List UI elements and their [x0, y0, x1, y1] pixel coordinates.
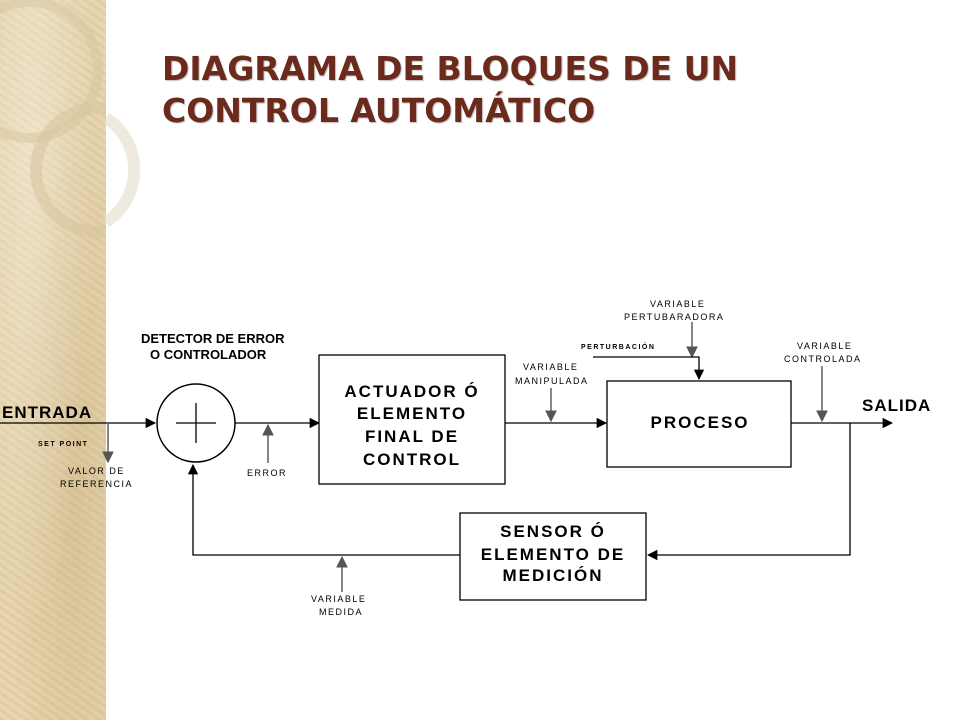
- slide-title: DIAGRAMA DE BLOQUES DE UN CONTROL AUTOMÁ…: [162, 48, 922, 132]
- perturbadora-label-line-2: PERTUBARADORA: [624, 312, 724, 322]
- detector-label-line-2: O CONTROLADOR: [150, 347, 267, 362]
- detector-label-line-1: DETECTOR DE ERROR: [141, 331, 285, 346]
- ring-arc-right: [102, 112, 141, 228]
- manipulada-label-line-2: MANIPULADA: [515, 376, 589, 386]
- salida-label: SALIDA: [862, 396, 931, 415]
- perturbacion-label: PERTURBACIÓN: [581, 342, 655, 351]
- actuador-line-4: CONTROL: [363, 450, 461, 469]
- medida-label-line-2: MEDIDA: [319, 607, 363, 617]
- sensor-line-1: SENSOR Ó: [500, 522, 606, 541]
- valor-referencia-line-2: REFERENCIA: [60, 479, 133, 489]
- set-point-label: SET POINT: [38, 441, 88, 448]
- actuador-line-3: FINAL DE: [365, 427, 459, 446]
- valor-referencia-line-1: VALOR DE: [68, 466, 125, 476]
- feedback-to-sensor: [646, 423, 851, 561]
- error-label: ERROR: [247, 468, 287, 478]
- ring-top: [0, 0, 103, 143]
- perturbadora-label-line-1: VARIABLE: [650, 299, 705, 309]
- proceso-label: PROCESO: [650, 413, 749, 432]
- sensor-line-3: MEDICIÓN: [503, 566, 604, 585]
- controlada-label-line-1: VARIABLE: [797, 341, 852, 351]
- actuador-block: [318, 354, 506, 485]
- proceso-block: [606, 380, 792, 468]
- manipulada-label-line-1: VARIABLE: [523, 362, 578, 372]
- title-line-1: DIAGRAMA DE BLOQUES DE UN: [162, 49, 739, 88]
- entrada-label: ENTRADA: [2, 403, 92, 422]
- sensor-line-2: ELEMENTO DE: [481, 545, 625, 564]
- actuador-line-1: ACTUADOR Ó: [344, 382, 479, 401]
- feedback-to-junction: [187, 463, 460, 556]
- medida-label-line-1: VARIABLE: [311, 594, 366, 604]
- sensor-block: [459, 512, 647, 601]
- actuador-line-2: ELEMENTO: [357, 404, 467, 423]
- perturbacion-arrow: [593, 356, 705, 381]
- title-line-2: CONTROL AUTOMÁTICO: [162, 91, 596, 130]
- controlada-label-line-2: CONTROLADA: [784, 354, 862, 364]
